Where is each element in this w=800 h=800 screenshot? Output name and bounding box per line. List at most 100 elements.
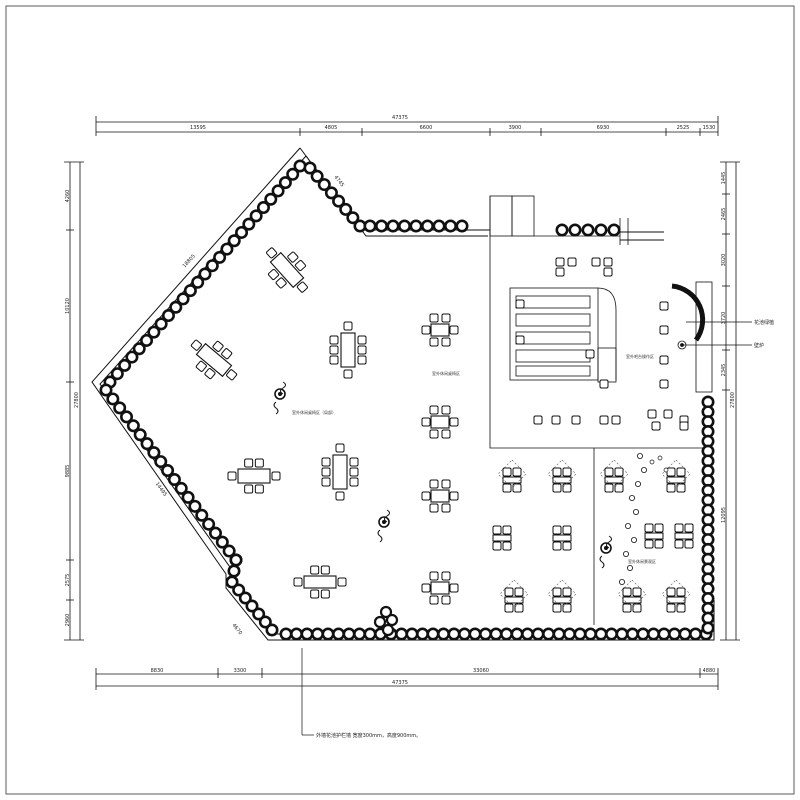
shrub xyxy=(238,591,252,605)
four-seat-table xyxy=(421,405,459,439)
shrub xyxy=(499,627,513,641)
shrub xyxy=(346,211,360,225)
chair xyxy=(659,379,669,389)
shrub xyxy=(324,186,338,200)
shrub xyxy=(342,627,356,641)
booth-table xyxy=(666,467,686,493)
stepping-stone xyxy=(635,480,642,487)
chair xyxy=(212,340,224,352)
label-bar-area: 室外吧台操作区 xyxy=(626,353,654,359)
shrub xyxy=(405,627,419,641)
left-dimension-chain xyxy=(64,161,84,641)
chair xyxy=(684,523,694,533)
chair xyxy=(441,479,451,489)
shrub xyxy=(317,178,331,192)
shrub xyxy=(594,223,608,237)
bottom-dim-1: 8830 xyxy=(151,668,164,674)
stepping-stone xyxy=(649,459,655,465)
chair xyxy=(320,589,330,599)
shrub xyxy=(573,627,587,641)
shrub xyxy=(140,333,154,347)
table-set xyxy=(340,332,356,368)
shrub xyxy=(99,383,113,397)
shrub xyxy=(126,419,140,433)
chair xyxy=(221,348,233,360)
shrub xyxy=(300,627,314,641)
bottom-dim-3: 33060 xyxy=(473,668,489,674)
label-zone-a: 室外休闲桌椅区 xyxy=(432,370,460,376)
chair xyxy=(632,587,642,597)
chair xyxy=(552,483,562,493)
shrub xyxy=(188,499,202,513)
shrub xyxy=(594,627,608,641)
chair xyxy=(515,335,525,345)
furniture-layer xyxy=(190,247,694,637)
shrub xyxy=(227,564,241,578)
right-dimension-chain xyxy=(720,161,740,641)
shrub xyxy=(363,219,377,233)
table xyxy=(303,575,337,589)
bottom-note: 外墙花池护栏墙 宽度300mm，高度900mm。 xyxy=(316,732,421,739)
chair xyxy=(562,525,572,535)
top-dim-3: 6600 xyxy=(420,125,433,131)
chair xyxy=(492,541,502,551)
shrub xyxy=(625,627,639,641)
shrub xyxy=(227,234,241,248)
chair xyxy=(674,539,684,549)
chair xyxy=(329,335,339,345)
umbrella-outline xyxy=(617,579,647,609)
shrub xyxy=(113,401,127,415)
chair xyxy=(275,277,287,289)
table-set xyxy=(266,247,308,293)
umbrella-outline xyxy=(661,579,691,609)
shrub xyxy=(265,623,279,637)
shrub xyxy=(468,627,482,641)
top-dim-2: 4805 xyxy=(325,125,338,131)
chair xyxy=(329,345,339,355)
chair xyxy=(674,523,684,533)
chair xyxy=(429,595,439,605)
shrub xyxy=(457,627,471,641)
diag-dim-1: 4745 xyxy=(333,175,346,189)
chair xyxy=(676,587,686,597)
shrub xyxy=(222,544,236,558)
shrub xyxy=(562,627,576,641)
shrub xyxy=(202,517,216,531)
shrub xyxy=(220,242,234,256)
bar-counter xyxy=(509,281,713,393)
chair xyxy=(349,457,359,467)
umbrella-outline xyxy=(661,459,691,489)
shrub xyxy=(154,455,168,469)
four-seat-table xyxy=(421,571,459,605)
shrub xyxy=(232,583,246,597)
chair xyxy=(654,539,664,549)
chair xyxy=(552,603,562,613)
shrub xyxy=(147,446,161,460)
label-garden: 室外休闲景观区 xyxy=(628,558,656,564)
stepping-stone xyxy=(619,579,626,586)
chair xyxy=(603,257,613,267)
umbrella-outline xyxy=(547,579,577,609)
tree-cluster xyxy=(373,605,399,637)
chair xyxy=(429,313,439,323)
chair xyxy=(614,483,624,493)
shrub xyxy=(321,627,335,641)
chair xyxy=(492,525,502,535)
chair xyxy=(622,587,632,597)
chair xyxy=(502,483,512,493)
booth-table xyxy=(622,587,642,613)
chair xyxy=(659,301,669,311)
bottom-dim-4: 4880 xyxy=(703,668,716,674)
chair xyxy=(254,458,264,468)
shrub xyxy=(363,627,377,641)
chair xyxy=(666,587,676,597)
table-set xyxy=(190,339,238,381)
shrub xyxy=(520,627,534,641)
stepping-stone xyxy=(623,551,630,558)
table xyxy=(332,454,348,490)
chair xyxy=(647,409,657,419)
chair xyxy=(679,421,689,431)
shrub xyxy=(604,627,618,641)
chair xyxy=(321,467,331,477)
shrub xyxy=(205,259,219,273)
